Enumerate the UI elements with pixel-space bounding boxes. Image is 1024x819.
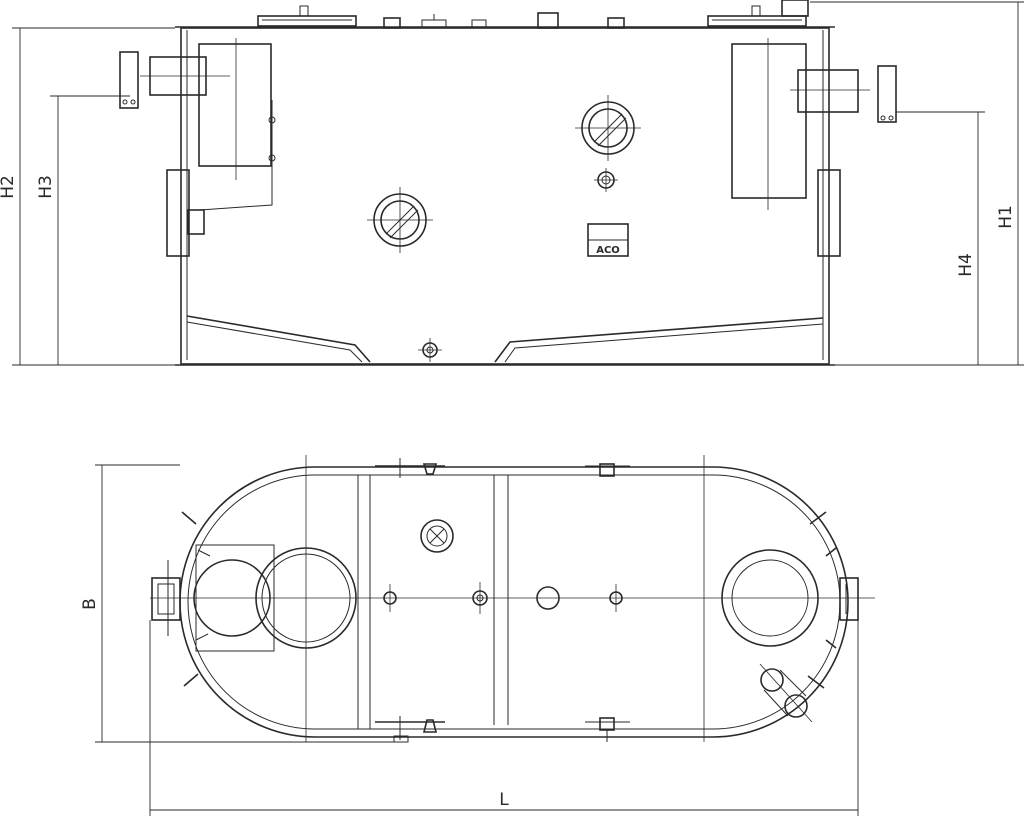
lifting-lugs <box>181 511 837 689</box>
manhole-cover-right <box>707 0 809 27</box>
drain-port <box>418 338 442 362</box>
aco-logo-text: ACO <box>596 245 620 256</box>
dimension-h3: H3 <box>36 95 130 365</box>
inspection-port-lower <box>367 187 433 253</box>
tank-body-outline <box>180 27 830 365</box>
dimension-b: B <box>80 464 400 743</box>
top-fittings <box>383 12 625 29</box>
outlet-plan-right <box>721 549 859 647</box>
sampling-pipe <box>759 663 813 723</box>
dimension-label-h4: H4 <box>956 253 976 277</box>
sloped-floor <box>186 315 824 363</box>
dimension-h2: H2 <box>0 27 175 366</box>
dimension-label-h2: H2 <box>0 175 18 199</box>
inspection-port-upper <box>575 95 641 161</box>
side-view: ACO H2 H3 H1 H4 <box>0 0 1024 366</box>
dimension-label-b: B <box>80 598 100 610</box>
dimension-h4: H4 <box>896 111 985 365</box>
inlet-plan-left <box>151 544 357 652</box>
dimension-label-h3: H3 <box>36 175 56 199</box>
dimension-l: L <box>149 620 859 816</box>
small-port <box>594 168 618 192</box>
top-view: B L <box>80 455 875 816</box>
tank-plan-outline <box>179 466 849 738</box>
inlet-pipe-left <box>119 38 276 257</box>
top-edge-fittings <box>375 458 630 478</box>
bottom-edge-fittings <box>375 716 630 743</box>
dimension-label-h1: H1 <box>996 205 1016 229</box>
manhole-cover-left <box>257 5 357 27</box>
aco-logo: ACO <box>587 223 629 257</box>
dimension-h1: H1 <box>810 1 1024 366</box>
inspection-port-plan <box>420 519 454 553</box>
dimension-label-l: L <box>499 790 509 810</box>
outlet-pipe-right <box>731 38 897 257</box>
plan-small-ports <box>383 582 623 614</box>
